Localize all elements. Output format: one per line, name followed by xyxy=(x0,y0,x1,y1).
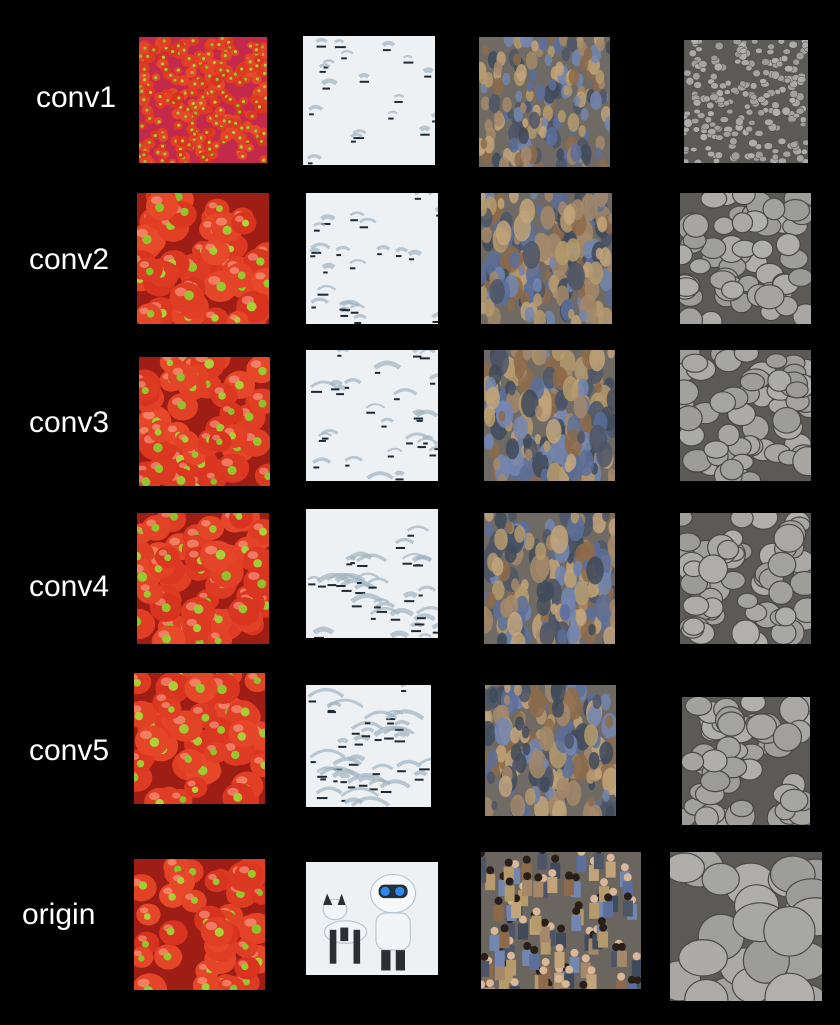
stone-texture-conv1-image xyxy=(684,40,808,163)
stone-texture-conv4 xyxy=(680,513,811,644)
row-label-conv2: conv2 xyxy=(29,243,110,276)
robot-texture-conv1-image xyxy=(303,36,435,165)
robot-dog-original-photo-image xyxy=(306,862,438,975)
stone-texture-conv3 xyxy=(680,350,811,481)
row-label-conv4: conv4 xyxy=(29,570,110,603)
peppers-texture-conv3-image xyxy=(139,357,270,486)
crowd-texture-conv3 xyxy=(484,350,615,481)
crowd-texture-conv1-image xyxy=(479,37,610,167)
row-label-conv1: conv1 xyxy=(36,81,117,114)
stone-texture-conv3-image xyxy=(680,350,811,481)
crowd-texture-conv4-image xyxy=(484,513,615,644)
robot-texture-conv5-image xyxy=(306,685,431,807)
crowd-texture-conv2-image xyxy=(481,193,612,324)
crowd-texture-conv4 xyxy=(484,513,615,644)
row-label-origin: origin xyxy=(22,898,96,931)
stone-texture-conv5 xyxy=(682,697,810,825)
robot-texture-conv2 xyxy=(306,193,438,324)
peppers-texture-conv2 xyxy=(137,193,269,324)
crowd-texture-conv5 xyxy=(485,685,616,816)
robot-dog-original-photo xyxy=(306,862,438,975)
robot-texture-conv3 xyxy=(306,350,438,481)
peppers-texture-conv5 xyxy=(134,673,265,804)
stone-texture-conv2-image xyxy=(680,193,811,324)
peppers-original-photo-image xyxy=(134,859,265,990)
stone-wall-original-photo xyxy=(670,852,822,1001)
stone-texture-conv5-image xyxy=(682,697,810,825)
robot-texture-conv3-image xyxy=(306,350,438,481)
crowd-texture-conv1 xyxy=(479,37,610,167)
peppers-texture-conv4-image xyxy=(137,513,269,644)
crowd-texture-conv5-image xyxy=(485,685,616,816)
stone-texture-conv1 xyxy=(684,40,808,163)
crowd-texture-conv3-image xyxy=(484,350,615,481)
peppers-texture-conv3 xyxy=(139,357,270,486)
row-label-conv5: conv5 xyxy=(29,734,110,767)
peppers-texture-conv1-image xyxy=(139,37,267,163)
peppers-texture-conv1 xyxy=(139,37,267,163)
crowd-original-photo xyxy=(481,852,641,989)
peppers-texture-conv5-image xyxy=(134,673,265,804)
row-label-conv3: conv3 xyxy=(29,406,110,439)
robot-texture-conv5 xyxy=(306,685,431,807)
crowd-original-photo-image xyxy=(481,852,641,989)
stone-wall-original-photo-image xyxy=(670,852,822,1001)
peppers-original-photo xyxy=(134,859,265,990)
robot-texture-conv1 xyxy=(303,36,435,165)
crowd-texture-conv2 xyxy=(481,193,612,324)
stone-texture-conv4-image xyxy=(680,513,811,644)
robot-texture-conv2-image xyxy=(306,193,438,324)
robot-texture-conv4 xyxy=(306,509,438,638)
peppers-texture-conv4 xyxy=(137,513,269,644)
peppers-texture-conv2-image xyxy=(137,193,269,324)
robot-texture-conv4-image xyxy=(306,509,438,638)
stone-texture-conv2 xyxy=(680,193,811,324)
